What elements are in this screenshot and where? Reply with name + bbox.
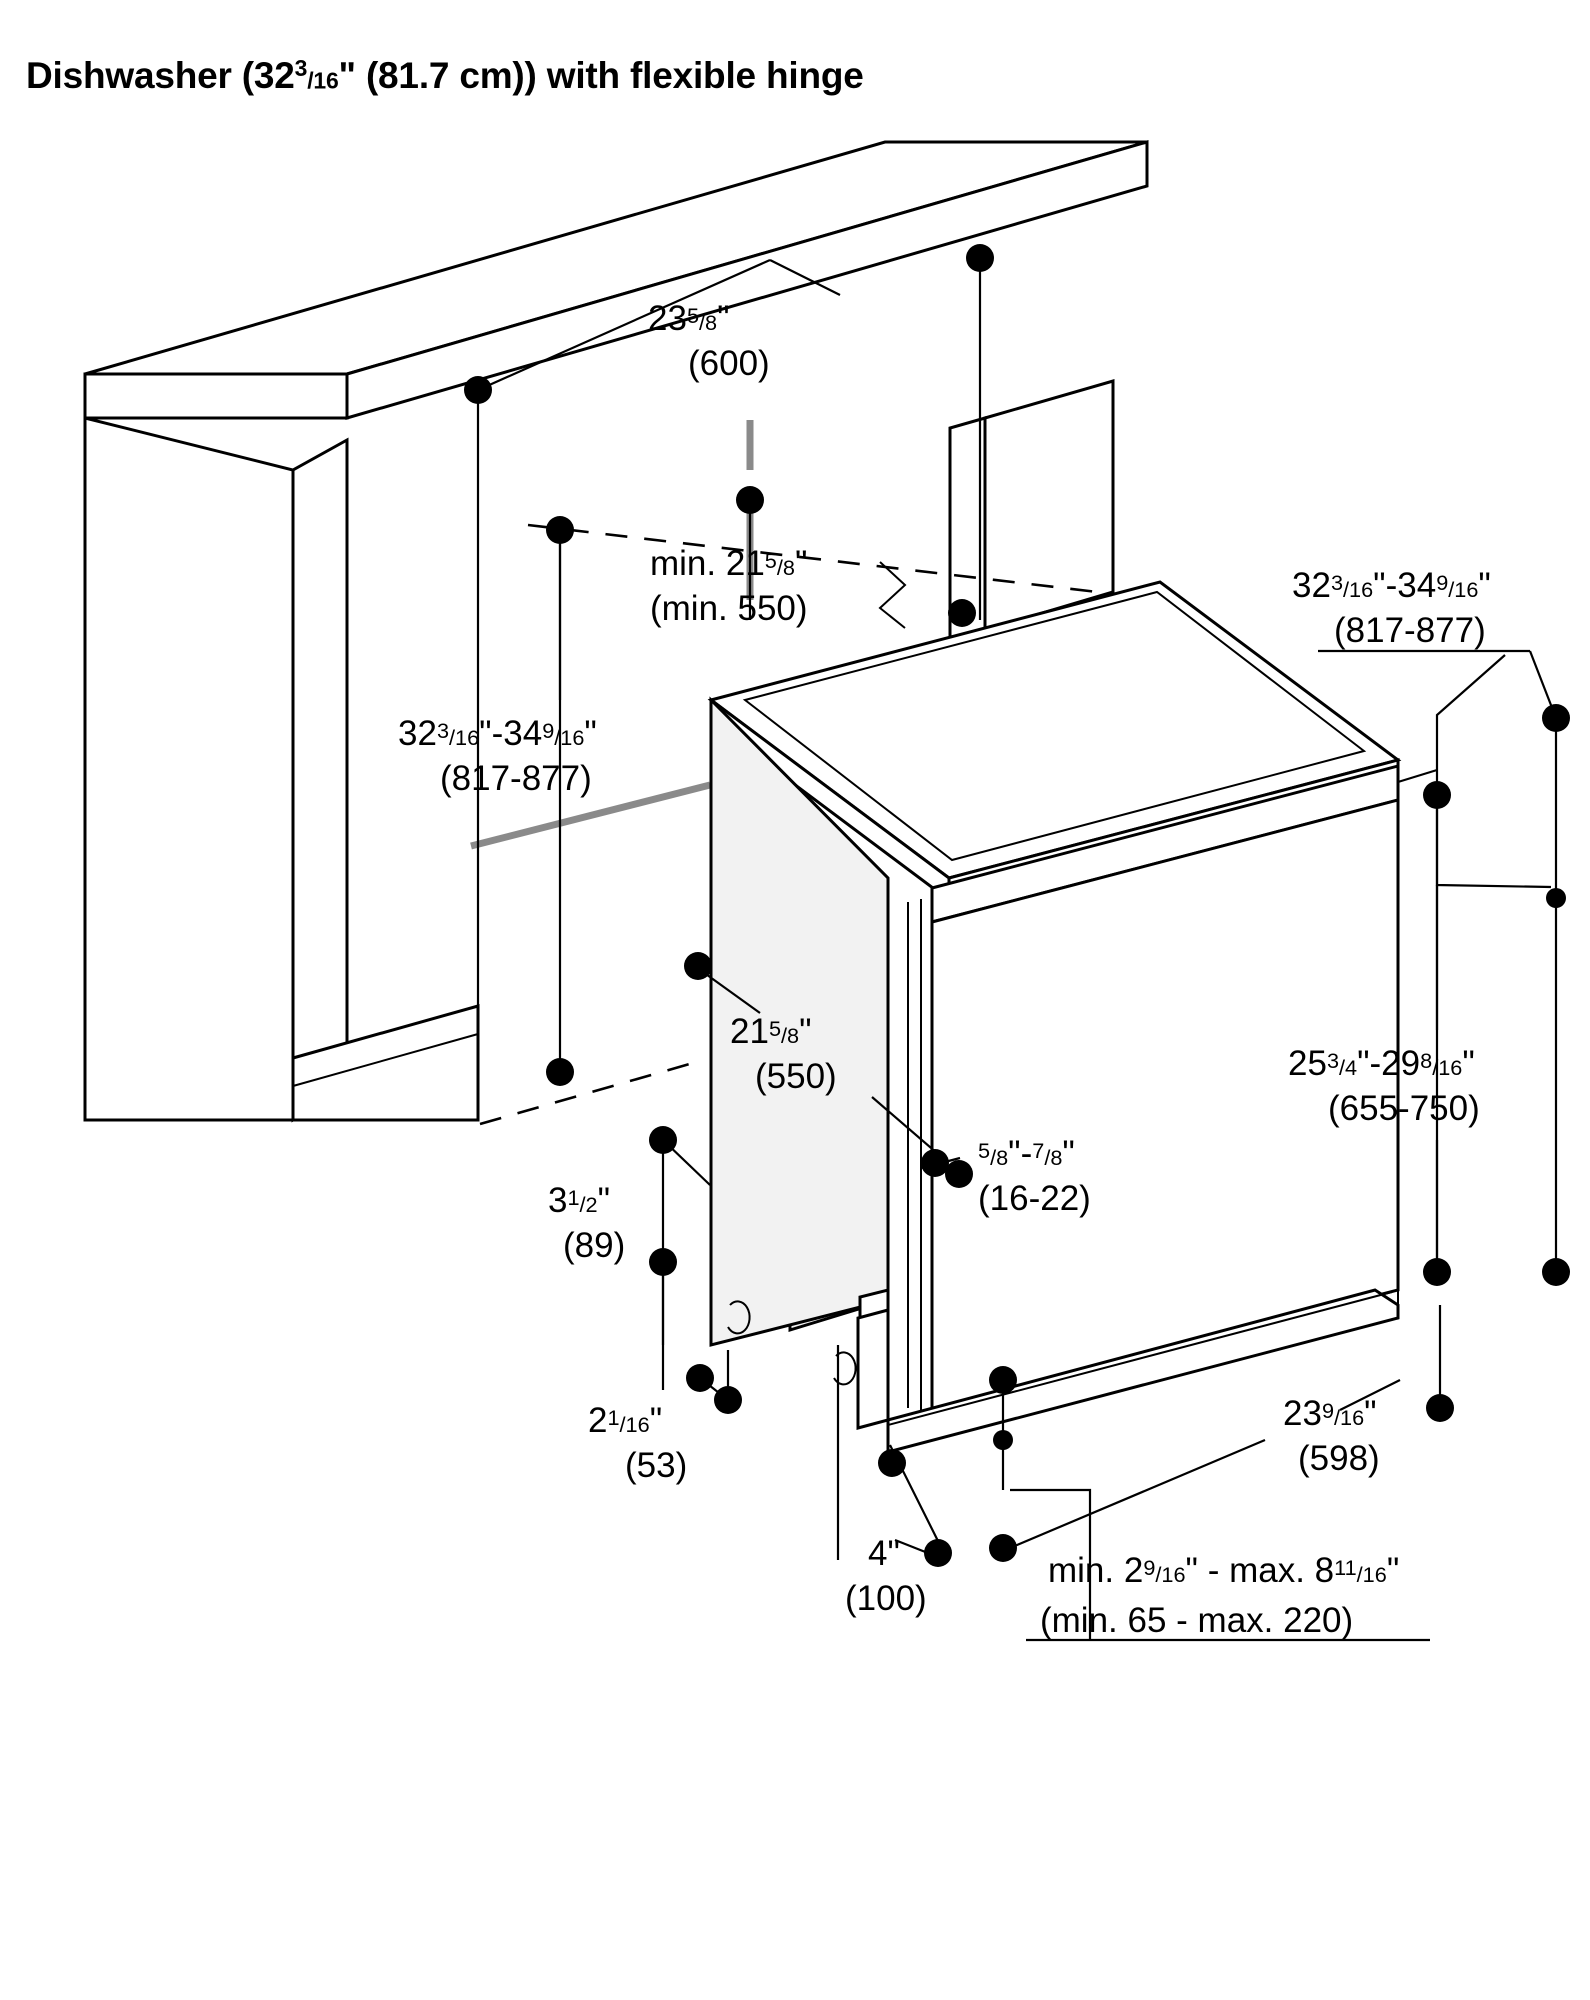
- page-title-denominator: /16: [307, 67, 339, 94]
- hidden-line-diagonal-lower: [479, 1059, 701, 1126]
- label-toe-kick-line2: (89): [563, 1226, 625, 1265]
- label-toe-kick-height: 31/2" (89): [548, 1181, 625, 1265]
- appliance-foot-rear: [727, 1300, 751, 1335]
- dot-panel-thickness-a: [921, 1149, 949, 1177]
- break-symbol: [878, 561, 907, 629]
- dot-door-height-bot: [1423, 1258, 1451, 1286]
- label-hinge-range-line2: (min. 65 - max. 220): [1040, 1601, 1353, 1640]
- label-appliance-height-right: 323/16"-349/16" (817-877): [1292, 566, 1491, 650]
- dot-cabinet-width-left: [464, 376, 492, 404]
- label-door-panel-height: 253/4"-298/16" (655-750): [1288, 1044, 1480, 1128]
- label-plinth-line1: 21/16": [588, 1401, 662, 1440]
- leader-panel-width-tail: [1339, 1379, 1401, 1411]
- dot-appliance-depth: [684, 952, 712, 980]
- label-cabinet-height-left: 323/16"-349/16" (817-877): [398, 714, 597, 798]
- cabinet-left-side-panel: [83, 416, 295, 1122]
- appliance-top-inset: [742, 590, 1367, 862]
- leader-door-height-pointer: [1397, 768, 1438, 784]
- label-cabinet-depth-line2: (min. 550): [650, 589, 808, 628]
- cabinet-right-wall-face: [983, 379, 1115, 633]
- label-plinth-setback: 21/16" (53): [588, 1401, 687, 1485]
- leader-cabinet-width-tail: [769, 259, 841, 296]
- dot-cabinet-depth-bot: [948, 599, 976, 627]
- dot-cabinet-width-right: [966, 244, 994, 272]
- dimension-dots: [464, 244, 1570, 1567]
- dot-height-right-bot: [1542, 1258, 1570, 1286]
- label-cabinet-height-left-line1: 323/16"-349/16": [398, 714, 597, 753]
- dot-panel-width: [1426, 1394, 1454, 1422]
- appliance-base-kick-top-line: [887, 1291, 1393, 1426]
- label-appliance-depth-line1: 215/8": [730, 1012, 812, 1051]
- cabinet-plinth: [291, 1004, 480, 1122]
- hidden-line-diagonal-upper: [527, 523, 1141, 599]
- label-panel-thickness-line2: (16-22): [978, 1179, 1091, 1218]
- hidden-construction-lines: [479, 523, 1141, 1126]
- label-panel-thickness-line1: 5/8"-7/8": [978, 1134, 1075, 1173]
- label-cabinet-width-line1: 235/8": [648, 299, 730, 338]
- dot-plinth-b: [714, 1386, 742, 1414]
- dot-base-clearance-a: [878, 1449, 906, 1477]
- dot-base-clearance-b: [924, 1539, 952, 1567]
- countertop-back-edge: [345, 140, 1149, 420]
- label-base-clearance: 4" (100): [845, 1534, 927, 1618]
- page-title: Dishwasher (323/16" (81.7 cm)) with flex…: [26, 55, 864, 97]
- label-door-panel-height-line1: 253/4"-298/16": [1288, 1044, 1475, 1083]
- label-door-panel-width-line1: 239/16": [1283, 1394, 1377, 1433]
- label-cabinet-height-left-line2: (817-877): [440, 759, 592, 798]
- leader-height-right-elbow: [1435, 654, 1552, 889]
- label-hinge-range-line1: min. 29/16" - max. 811/16": [1048, 1551, 1399, 1590]
- dot-base-clearance-d: [993, 1430, 1013, 1450]
- page-title-superscript: 3: [294, 55, 308, 82]
- dot-plinth-a: [686, 1364, 714, 1392]
- dot-height-right-mid: [1423, 781, 1451, 809]
- label-base-clearance-line2: (100): [845, 1579, 927, 1618]
- dot-base-clearance-c: [989, 1534, 1017, 1562]
- countertop-front-edge: [83, 372, 349, 420]
- label-appliance-depth: 215/8" (550): [730, 1012, 837, 1096]
- label-base-clearance-line1: 4": [868, 1534, 900, 1573]
- label-plinth-line2: (53): [625, 1446, 687, 1485]
- leader-hinge-range-vert: [1010, 1488, 1092, 1640]
- label-appliance-depth-line2: (550): [755, 1057, 837, 1096]
- dot-base-clearance-e: [989, 1366, 1017, 1394]
- dot-toe-kick-b: [649, 1248, 677, 1276]
- label-cabinet-depth-line1: min. 215/8": [650, 544, 807, 583]
- dot-toe-kick-a: [649, 1126, 677, 1154]
- label-appliance-height-right-line2: (817-877): [1334, 611, 1486, 650]
- page-title-suffix: " (81.7 cm)) with flexible hinge: [338, 55, 864, 96]
- leader-panel-width: [1009, 1438, 1266, 1550]
- dot-panel-thickness-b: [945, 1160, 973, 1188]
- leader-appliance-depth: [702, 971, 761, 1014]
- label-cabinet-width-line2: (600): [688, 344, 770, 383]
- grey-height-reference-line: [470, 781, 711, 850]
- label-cabinet-width: 235/8" (600): [648, 299, 770, 383]
- page-title-prefix: Dishwasher (32: [26, 55, 295, 96]
- cabinet-plinth-top-line: [292, 1033, 479, 1087]
- label-cabinet-depth-min: min. 215/8" (min. 550): [650, 544, 808, 628]
- appliance-foot-front: [833, 1351, 857, 1386]
- label-door-panel-width: 239/16" (598): [1283, 1394, 1380, 1478]
- label-toe-kick-line1: 31/2": [548, 1181, 610, 1220]
- dot-height-right-top: [1542, 704, 1570, 732]
- label-hinge-range: min. 29/16" - max. 811/16" (min. 65 - ma…: [1040, 1551, 1399, 1640]
- appliance-base-notch: [856, 1308, 890, 1430]
- dot-cabinet-depth-top: [736, 486, 764, 514]
- label-door-panel-width-line2: (598): [1298, 1439, 1380, 1478]
- dot-cabinet-height-b: [546, 1058, 574, 1086]
- appliance-base-kick: [886, 1288, 1400, 1454]
- cabinet-carcass: [83, 140, 1149, 1123]
- dot-height-right-elbow: [1546, 888, 1566, 908]
- dishwasher-appliance: [707, 580, 1402, 1454]
- cabinet-front-stile: [291, 437, 349, 1123]
- dimension-leaders: [476, 258, 1558, 1642]
- label-panel-thickness: 5/8"-7/8" (16-22): [978, 1134, 1091, 1218]
- label-appliance-height-right-line1: 323/16"-349/16": [1292, 566, 1491, 605]
- label-door-panel-height-line2: (655-750): [1328, 1089, 1480, 1128]
- leader-cabinet-width: [477, 258, 771, 392]
- dot-cabinet-height-a: [546, 516, 574, 544]
